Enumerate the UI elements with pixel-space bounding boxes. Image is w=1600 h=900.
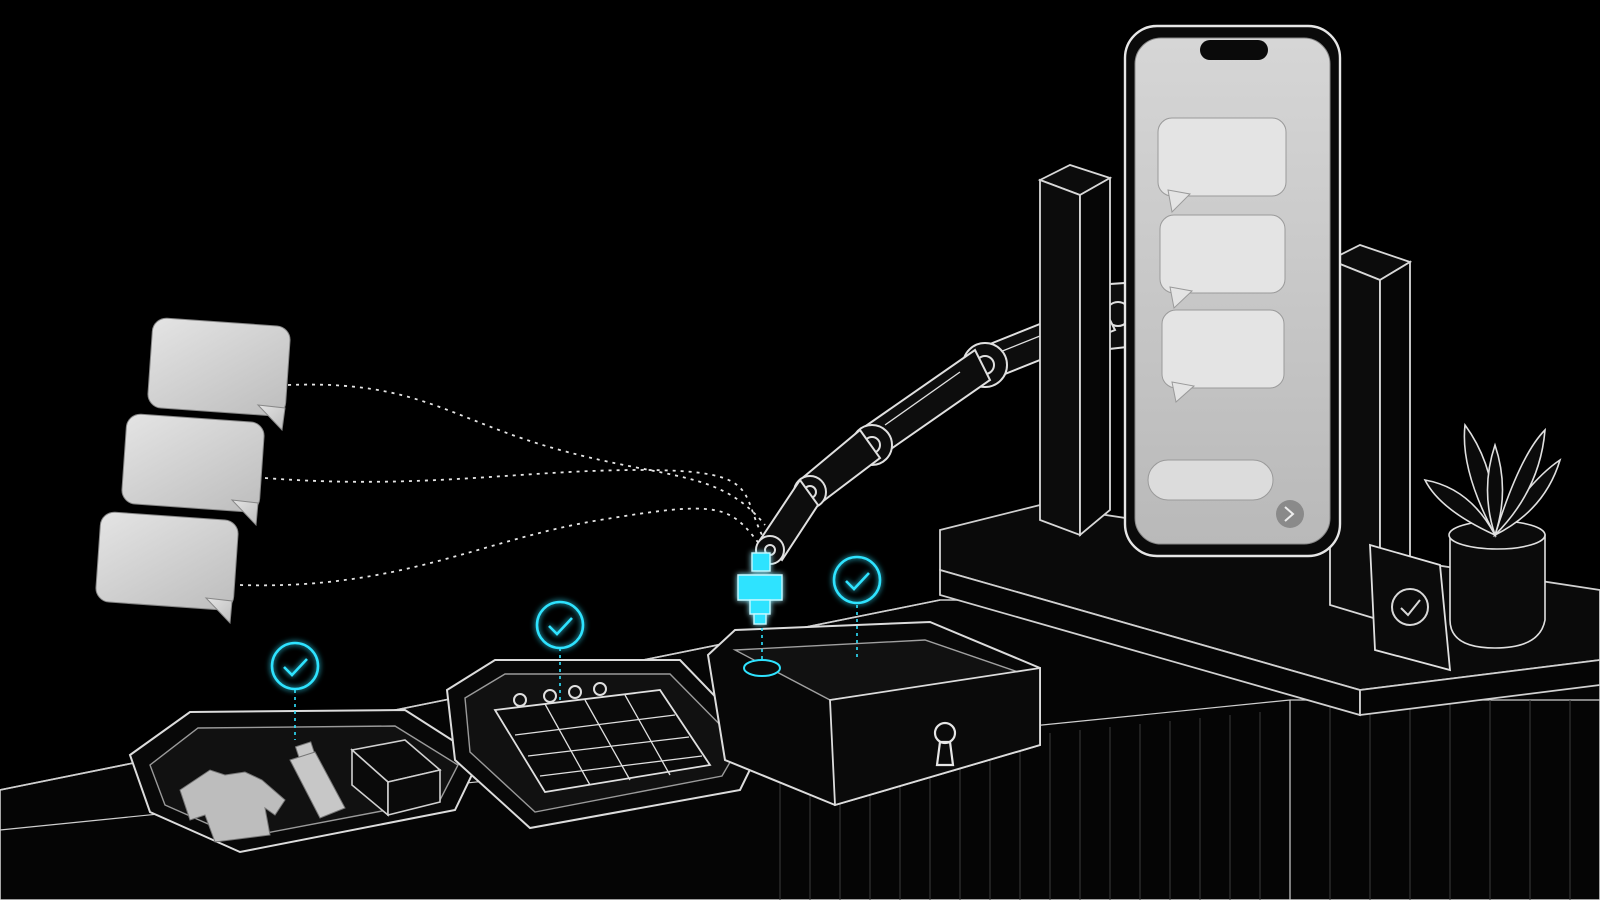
message-input [1147, 459, 1274, 501]
phone-chat-bubbles [1157, 117, 1287, 403]
plant [1423, 422, 1562, 649]
calendar-icon [493, 682, 712, 793]
check-card [1369, 543, 1452, 672]
speech-bubble-icon [1161, 309, 1285, 403]
send-icon [1276, 500, 1304, 528]
checkmark-icon [270, 641, 320, 691]
checkmark-icon [535, 600, 585, 650]
tray-clothing [128, 708, 482, 854]
speech-bubble-icon [1159, 214, 1286, 309]
leaf-icon [1423, 422, 1562, 538]
bottle-icon [289, 741, 346, 819]
speech-bubble-icon [121, 413, 265, 527]
speech-bubble-icon [95, 511, 239, 625]
connector-lines [239, 383, 766, 587]
checkmark-icon [1391, 588, 1429, 626]
box-icon [350, 739, 442, 817]
keyhole-icon [933, 721, 957, 767]
tray-lockbox [706, 620, 1041, 807]
tray-calendar [445, 659, 764, 830]
arm-tool-head [737, 552, 783, 625]
checkmarks [270, 555, 882, 691]
incoming-bubbles [95, 317, 291, 625]
smartphone [1123, 24, 1357, 558]
speech-bubble-icon [147, 317, 291, 432]
shirt-icon [179, 769, 286, 843]
checkmark-icon [832, 555, 882, 605]
speech-bubble-icon [1157, 117, 1287, 214]
